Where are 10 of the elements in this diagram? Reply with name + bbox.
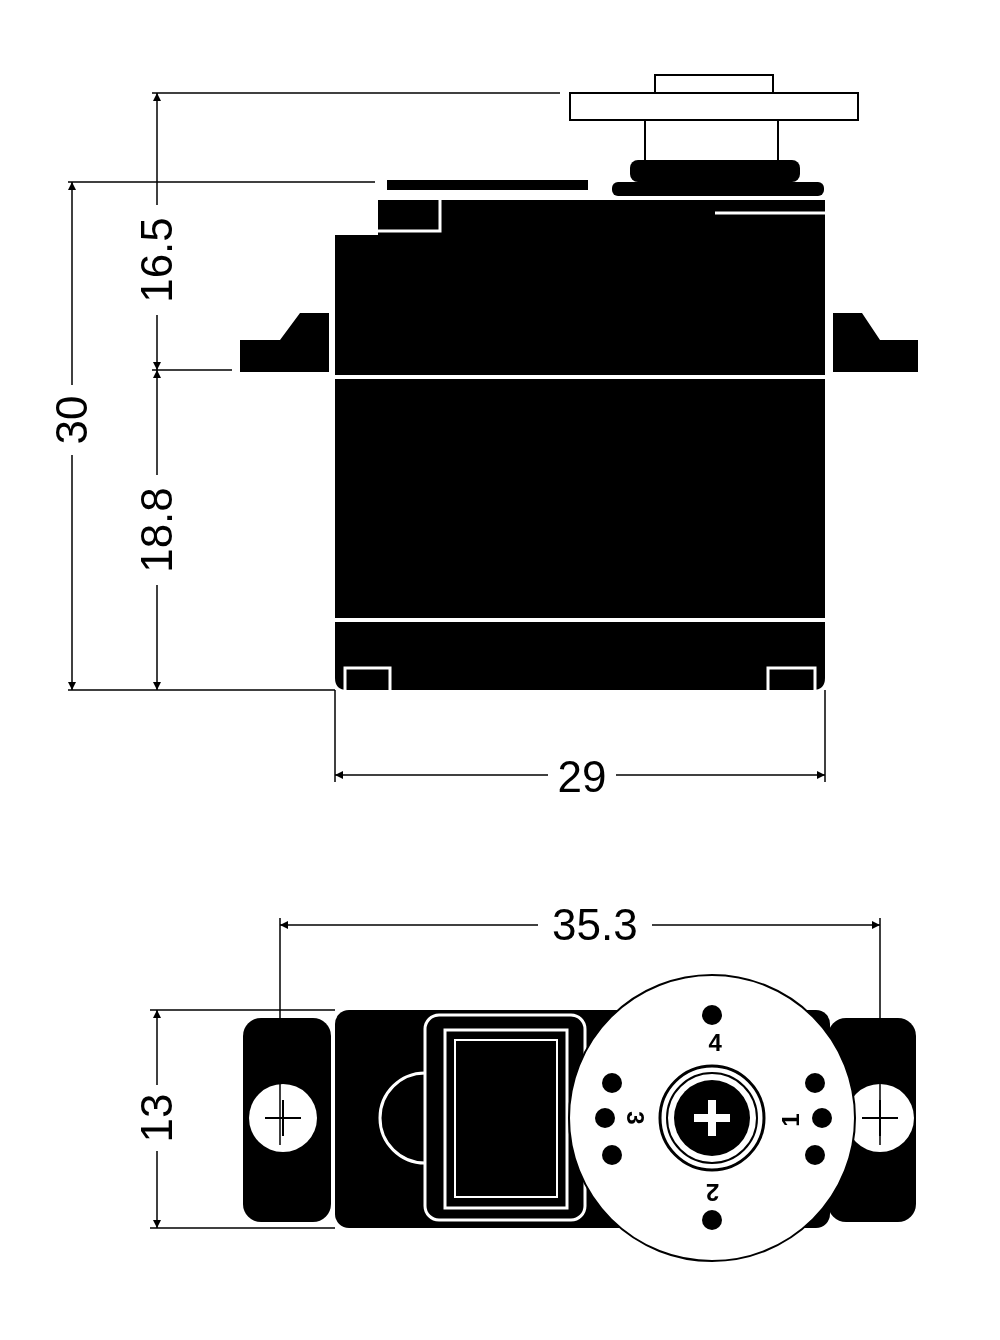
dimension-label: 29 [557,755,607,799]
dimension-label: 13 [135,1093,179,1143]
pin-number: 2 [705,1180,719,1204]
dimension-label: 30 [50,395,94,445]
pin-number: 4 [708,1031,722,1055]
dimension-label: 18.8 [134,487,179,573]
pin-number: 3 [622,1111,647,1125]
pin-number: 1 [778,1113,803,1127]
dimension-label: 16.5 [134,217,179,303]
dimension-label: 35.3 [552,903,638,947]
